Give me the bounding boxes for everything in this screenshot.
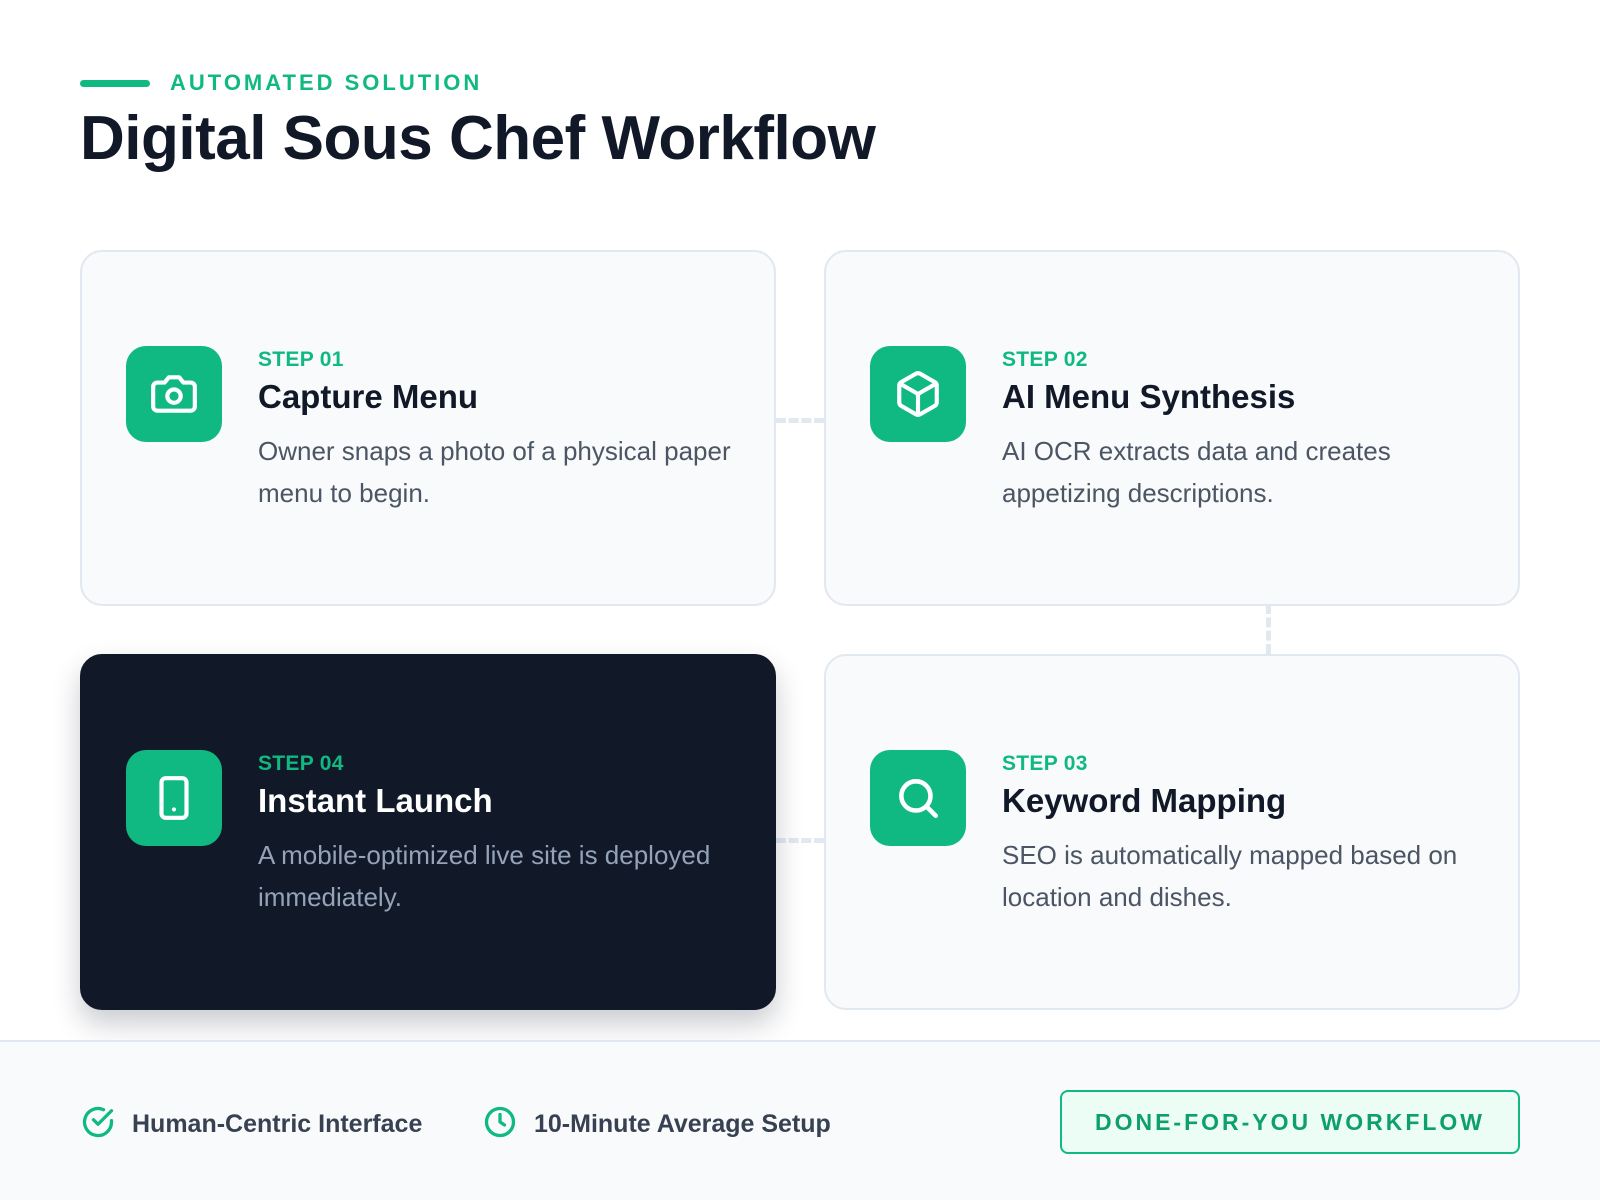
step-card-04: STEP 04 Instant Launch A mobile-optimize… <box>80 654 776 1010</box>
footer: Human-Centric Interface 10-Minute Averag… <box>0 1040 1600 1200</box>
step-description: AI OCR extracts data and creates appetiz… <box>1002 436 1391 508</box>
step-title: Keyword Mapping <box>1002 782 1287 819</box>
eyebrow-accent-bar <box>80 79 150 87</box>
page-title: Digital Sous Chef Workflow <box>80 104 876 173</box>
step-card-03: STEP 03 Keyword Mapping SEO is automatic… <box>824 654 1520 1010</box>
mobile-icon <box>126 750 222 846</box>
step-number: STEP 04 <box>258 752 344 775</box>
search-icon <box>870 750 966 846</box>
eyebrow: AUTOMATED SOLUTION <box>80 70 482 96</box>
step-description: Owner snaps a photo of a physical paper … <box>258 436 731 508</box>
step-title: AI Menu Synthesis <box>1002 378 1296 415</box>
step-number: STEP 03 <box>1002 752 1088 775</box>
feature-human-centric: Human-Centric Interface <box>80 1104 422 1145</box>
feature-label: Human-Centric Interface <box>132 1110 423 1138</box>
step-description: SEO is automatically mapped based on loc… <box>1002 840 1458 912</box>
connector-step2-step3 <box>1266 604 1271 654</box>
connector-step1-step2 <box>776 418 824 423</box>
feature-setup-time: 10-Minute Average Setup <box>482 1104 831 1145</box>
step-card-02: STEP 02 AI Menu Synthesis AI OCR extract… <box>824 250 1520 606</box>
done-for-you-workflow-button[interactable]: DONE-FOR-YOU WORKFLOW <box>1060 1090 1520 1154</box>
connector-step3-step4 <box>776 838 824 843</box>
step-number: STEP 01 <box>258 348 344 371</box>
step-description: A mobile-optimized live site is deployed… <box>258 840 711 912</box>
eyebrow-label: AUTOMATED SOLUTION <box>170 70 483 95</box>
camera-icon <box>126 346 222 442</box>
cube-icon <box>870 346 966 442</box>
step-card-01: STEP 01 Capture Menu Owner snaps a photo… <box>80 250 776 606</box>
feature-label: 10-Minute Average Setup <box>534 1110 831 1138</box>
clock-icon <box>482 1104 518 1145</box>
check-circle-icon <box>80 1104 116 1145</box>
step-title: Capture Menu <box>258 378 479 415</box>
step-title: Instant Launch <box>258 782 493 819</box>
step-number: STEP 02 <box>1002 348 1088 371</box>
